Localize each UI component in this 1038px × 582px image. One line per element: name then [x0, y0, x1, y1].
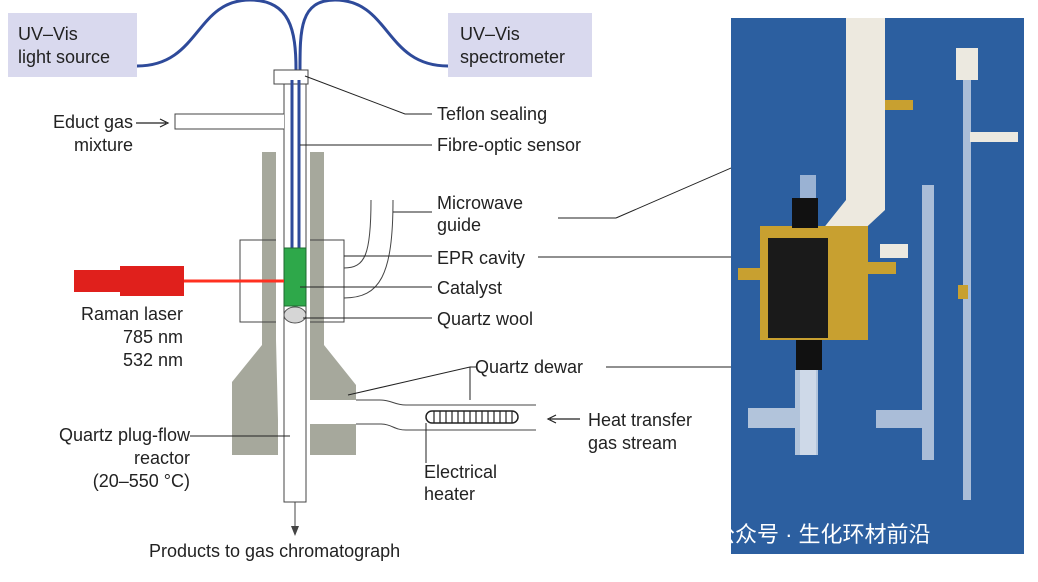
- label-educt-1: Educt gas: [53, 112, 133, 132]
- label-educt-2: mixture: [74, 135, 133, 155]
- fibre-cable-left: [136, 0, 298, 71]
- label-raman-1: Raman laser: [81, 304, 183, 324]
- photo-dewar-middle: [876, 185, 934, 460]
- photo-cavity-face: [768, 238, 828, 338]
- watermark-text: 公众号 · 生化环材前沿: [713, 522, 931, 547]
- educt-arrow: [136, 118, 170, 128]
- label-microwave-2: guide: [437, 215, 481, 235]
- electrical-heater: [425, 410, 519, 424]
- dewar-right-wall: [310, 152, 356, 400]
- microwave-guide: [343, 199, 394, 299]
- label-raman-3: 532 nm: [123, 350, 183, 370]
- label-fibre: Fibre-optic sensor: [437, 135, 581, 155]
- catalyst-bed: [283, 247, 307, 307]
- uv-source-box: [8, 13, 137, 77]
- leader-lines: [190, 75, 861, 463]
- label-heat-1: Heat transfer: [588, 410, 692, 430]
- label-quartz-dewar: Quartz dewar: [475, 357, 583, 377]
- heat-tube-upper: [356, 399, 536, 406]
- label-electrical-2: heater: [424, 484, 475, 504]
- label-electrical-1: Electrical: [424, 462, 497, 482]
- uv-spectrometer-box: [448, 13, 592, 77]
- photo-column-side: [970, 132, 1018, 142]
- heat-tube-lower: [356, 423, 536, 431]
- label-teflon: Teflon sealing: [437, 104, 547, 124]
- photo-column-joint: [958, 285, 968, 299]
- photo-white-connector: [880, 244, 908, 258]
- educt-inlet: [174, 113, 284, 130]
- dewar-left-wall: [232, 152, 278, 455]
- label-raman-2: 785 nm: [123, 327, 183, 347]
- photo-waveguide-arm: [806, 18, 885, 250]
- quartz-wool: [283, 306, 307, 324]
- heater-coil: [433, 411, 513, 423]
- photo-fitting: [885, 100, 913, 110]
- dewar-right-lower: [310, 424, 356, 455]
- label-quartz-wool: Quartz wool: [437, 309, 533, 329]
- heat-arrow: [546, 414, 580, 424]
- photo-knob-top: [792, 198, 818, 228]
- raman-laser-head: [120, 266, 184, 296]
- label-uv-spec-1: UV–Vis: [460, 24, 520, 44]
- label-uv-spec-2: spectrometer: [460, 47, 565, 67]
- label-microwave-1: Microwave: [437, 193, 523, 213]
- products-arrow-head: [291, 526, 299, 536]
- wechat-icon: [671, 524, 704, 547]
- photo-brass-right: [866, 262, 896, 274]
- label-catalyst: Catalyst: [437, 278, 502, 298]
- photo-brass-left: [738, 268, 762, 280]
- label-heat-2: gas stream: [588, 433, 677, 453]
- label-reactor-2: reactor: [134, 448, 190, 468]
- raman-laser-body: [74, 270, 124, 292]
- label-reactor-1: Quartz plug-flow: [59, 425, 191, 445]
- label-products: Products to gas chromatograph: [149, 541, 400, 561]
- photo-column-cap: [956, 48, 978, 80]
- label-uv-source-1: UV–Vis: [18, 24, 78, 44]
- photo-dewar-left: [748, 370, 818, 455]
- photo-knob-bottom: [796, 340, 822, 370]
- fibre-cable-right: [298, 0, 449, 71]
- label-epr: EPR cavity: [437, 248, 525, 268]
- label-reactor-3: (20–550 °C): [93, 471, 190, 491]
- label-uv-source-2: light source: [18, 47, 110, 67]
